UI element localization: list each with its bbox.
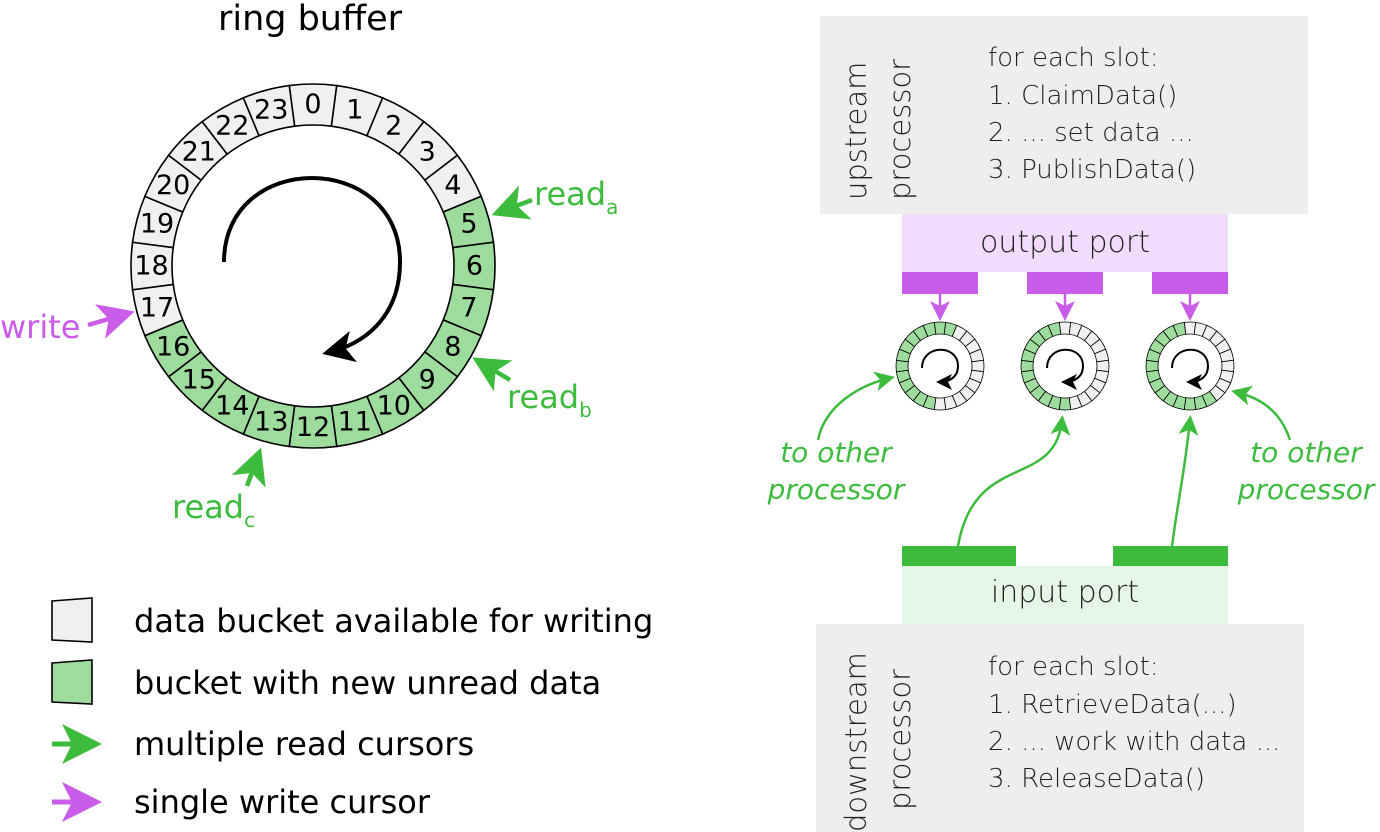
downstream-code-0: for each slot:: [988, 652, 1159, 682]
legend-swatch-unread: [51, 659, 93, 705]
ring-slot-23: [1172, 321, 1187, 337]
legend-label-read: multiple read cursors: [134, 725, 474, 763]
ring-slot-23: [242, 84, 296, 137]
read-c-arrow: [231, 447, 266, 488]
upstream-code-2: 2. ... set data ...: [988, 118, 1194, 148]
upstream-code-1: 1. ClaimData(): [988, 81, 1177, 111]
ring-slot-number: 4: [444, 170, 461, 201]
ring-slot-number: 19: [140, 209, 174, 240]
read-b-label: readb: [507, 378, 592, 422]
downstream-label-2: processor: [883, 669, 917, 810]
ring-slot-number: 3: [419, 136, 436, 167]
downstream-processor-box: [816, 624, 1304, 832]
upstream-code-3: 3. PublishData(): [988, 155, 1196, 185]
ring-slot-number: 1: [346, 95, 363, 126]
output-slot-2: [1027, 272, 1103, 294]
mini-ring-buffer-2: [1020, 321, 1110, 411]
output-port: [902, 214, 1228, 272]
ring-slot-number: 2: [385, 111, 402, 142]
upstream-label-2: processor: [883, 59, 917, 200]
input-port: [902, 566, 1228, 624]
upstream-code-0: for each slot:: [988, 43, 1159, 73]
write-cursor-arrow: [87, 304, 135, 339]
upstream-label-1: upstream: [839, 62, 873, 200]
to-other-right-1: to other: [1250, 436, 1363, 469]
input-slot-1: [902, 546, 1016, 566]
to-other-left-1: to other: [780, 436, 893, 469]
read-c-label: readc: [172, 488, 255, 532]
legend-label-unread: bucket with new unread data: [134, 664, 601, 702]
ring-slot-number: 16: [156, 331, 190, 362]
mini-ring-buffer-1: [895, 321, 985, 411]
mini-rotation-arrow: [1171, 348, 1210, 390]
ring-slot-number: 21: [182, 136, 216, 167]
input-port-label: input port: [991, 575, 1139, 610]
ring-slot-number: 15: [182, 365, 216, 396]
write-cursor-label: write: [0, 308, 80, 346]
ring-slot-number: 23: [254, 95, 288, 126]
downstream-code-3: 3. ReleaseData(): [988, 764, 1205, 794]
ring-slot-number: 9: [419, 365, 436, 396]
ring-slot-number: 20: [156, 170, 190, 201]
legend-label-available: data bucket available for writing: [134, 602, 653, 640]
legend-swatch-available: [51, 597, 93, 643]
mini-rotation-arrow: [1046, 348, 1085, 390]
output-slot-1: [902, 272, 978, 294]
input-to-ring-2-arrow: [956, 415, 1071, 547]
downstream-code-1: 1. RetrieveData(...): [988, 690, 1237, 720]
ring-slot-23: [922, 321, 937, 337]
legend-label-write: single write cursor: [134, 783, 431, 821]
output-port-label: output port: [980, 225, 1150, 260]
ring-slot-number: 12: [296, 412, 330, 443]
legend: data bucket available for writing bucket…: [51, 597, 653, 822]
ring-slot-number: 5: [460, 209, 477, 240]
ring-slot-number: 7: [460, 292, 477, 323]
diagram-title: ring buffer: [218, 0, 403, 39]
ring-slot-number: 18: [134, 251, 168, 282]
ring-slot-number: 10: [377, 390, 411, 421]
ring-slot-number: 22: [215, 111, 249, 142]
to-other-left-2: processor: [767, 473, 906, 506]
ring-slot-number: 8: [444, 331, 461, 362]
to-other-right-2: processor: [1237, 473, 1376, 506]
ring-slot-number: 14: [215, 390, 249, 421]
ring-slot-number: 11: [338, 406, 372, 437]
downstream-label-1: downstream: [839, 652, 873, 832]
output-slot-3: [1152, 272, 1228, 294]
rotation-arrow: [222, 176, 403, 363]
read-a-label: reada: [534, 175, 618, 219]
read-a-arrow: [491, 185, 533, 220]
ring-slot-number: 13: [254, 406, 288, 437]
input-slot-2: [1113, 546, 1228, 566]
ring-slot-number: 0: [304, 89, 321, 120]
downstream-code-2: 2. ... work with data ...: [988, 727, 1280, 757]
mini-rotation-arrow: [921, 348, 960, 390]
input-to-ring-3-arrow: [1170, 415, 1199, 547]
ring-slot-number: 6: [466, 251, 483, 282]
read-b-arrow: [472, 357, 513, 392]
upstream-processor-box: [820, 16, 1308, 214]
ring-slot-23: [1047, 321, 1062, 337]
other-processor-arrow-right: [1231, 385, 1292, 441]
mini-ring-buffer-3: [1145, 321, 1235, 411]
other-processor-arrow-left: [816, 371, 895, 441]
ring-slot-number: 17: [140, 292, 174, 323]
